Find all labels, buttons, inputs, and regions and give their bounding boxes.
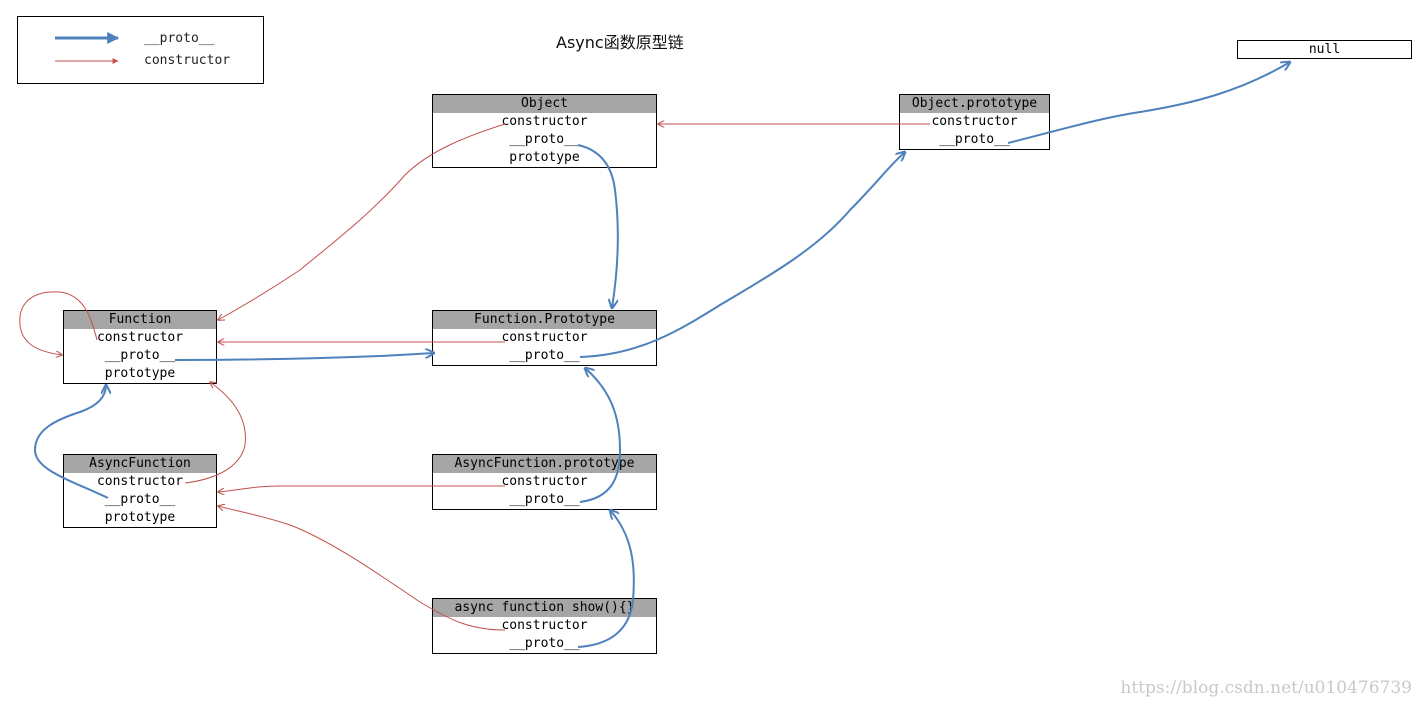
function-proto: __proto__ (104, 348, 176, 363)
function-prototype-box-title: Function.Prototype (433, 311, 656, 329)
async-function-prototype-constructor: constructor (501, 474, 588, 489)
legend-constructor-label: constructor (144, 53, 231, 68)
async-function-prototype-proto: __proto__ (509, 492, 580, 507)
proto-arrow-function-to-function-prototype (174, 353, 434, 361)
async-function-prototype: prototype (104, 510, 176, 525)
proto-arrow-async-show-to-async-function-prototype (577, 510, 635, 648)
legend: __proto__ constructor (17, 16, 264, 84)
function-prototype-proto: __proto__ (509, 348, 580, 363)
object-proto: __proto__ (509, 132, 580, 147)
async-show-box-title: async function show(){} (433, 599, 656, 617)
object-prototype-box: Object.prototype constructor __proto__ (899, 94, 1050, 150)
function-prototype-constructor: constructor (501, 330, 588, 345)
constructor-arrow-object-to-function (218, 123, 506, 320)
object-box-title: Object (433, 95, 656, 113)
async-function-constructor: constructor (96, 474, 184, 489)
async-function-prototype-box: AsyncFunction.prototype constructor __pr… (432, 454, 657, 510)
proto-arrow-object-to-function-prototype (577, 144, 619, 308)
async-function-prototype-box-title: AsyncFunction.prototype (433, 455, 656, 473)
object-prototype-constructor: constructor (931, 114, 1018, 129)
object-constructor: constructor (501, 114, 588, 129)
constructor-arrow-async-function-prototype-to-async-function (218, 485, 505, 492)
async-show-box: async function show(){} constructor __pr… (432, 598, 657, 654)
function-prototype-box: Function.Prototype constructor __proto__ (432, 310, 657, 366)
proto-arrow-function-prototype-to-object-prototype (579, 152, 905, 358)
proto-arrow-async-function-prototype-to-function-prototype (579, 368, 622, 503)
constructor-arrow-async-function-to-function (184, 382, 246, 484)
constructor-arrow-async-show-to-async-function (218, 506, 506, 631)
null-box: null (1237, 40, 1412, 59)
object-prototype-box-title: Object.prototype (900, 95, 1049, 113)
async-function-box-title: AsyncFunction (64, 455, 216, 473)
async-function-box: AsyncFunction constructor __proto__ prot… (63, 454, 217, 528)
constructor-arrow-function-self (19, 291, 98, 355)
watermark: https://blog.csdn.net/u010476739 (1120, 678, 1412, 698)
diagram-title: Async函数原型链 (556, 33, 684, 52)
object-prototype-proto: __proto__ (939, 132, 1010, 147)
async-show-constructor: constructor (501, 618, 588, 633)
legend-proto-label: __proto__ (144, 31, 215, 46)
function-box: Function constructor __proto__ prototype (63, 310, 217, 384)
function-box-title: Function (64, 311, 216, 329)
async-show-proto: __proto__ (509, 636, 580, 651)
async-function-proto: __proto__ (104, 492, 176, 507)
proto-arrow-object-prototype-to-null (1007, 62, 1290, 144)
proto-arrow-async-function-to-function (33, 385, 108, 499)
function-prototype: prototype (104, 366, 176, 381)
object-box: Object constructor __proto__ prototype (432, 94, 657, 168)
object-prototype: prototype (509, 150, 580, 165)
function-constructor: constructor (96, 330, 184, 345)
